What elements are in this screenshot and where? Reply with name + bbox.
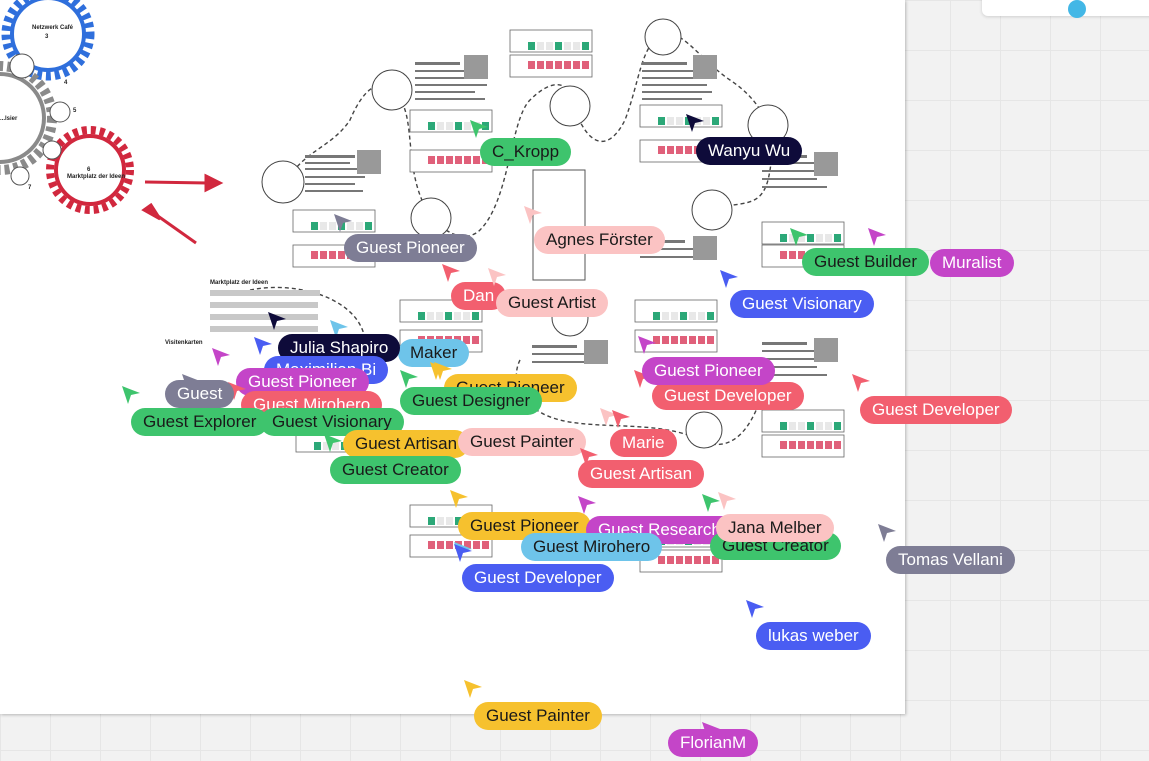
cursor-name-tag: lukas weber <box>756 622 871 650</box>
cursor-arrow-icon <box>252 335 274 357</box>
cursor-arrow-icon <box>428 360 450 382</box>
cursor-arrow-icon <box>788 226 810 248</box>
cursor-arrow-icon <box>716 490 738 512</box>
cursor-name-tag: Guest Painter <box>474 702 602 730</box>
cursor-name-tag: FlorianM <box>668 729 759 757</box>
cursor-name-tag: Guest Pioneer <box>458 512 591 540</box>
cursor-name-tag: Marie <box>610 429 677 457</box>
cursor-name-tag: Muralist <box>930 249 1014 277</box>
marketplace-title: Marktplatz der Ideen <box>210 280 269 286</box>
cursor-arrow-icon <box>120 384 142 406</box>
cursor-name-tag: Guest Artist <box>496 289 608 317</box>
cursor-arrow-icon <box>636 334 658 356</box>
cursor-arrow-icon <box>486 266 508 288</box>
cursor-arrow-icon <box>440 262 462 284</box>
cursor-name-tag: Guest Developer <box>652 382 804 410</box>
documents <box>305 62 832 376</box>
avatar[interactable] <box>1068 0 1086 18</box>
side-number-5: 5 <box>73 108 77 114</box>
cursor-name-tag: Guest Visionary <box>730 290 874 318</box>
arrow-left-icon <box>141 202 197 245</box>
cursor-arrow-icon <box>522 204 544 226</box>
cursor-arrow-icon <box>718 268 740 290</box>
cursor-name-tag: Jana Melber <box>716 514 834 542</box>
gear-blue-label: Netzwerk Café <box>32 25 74 31</box>
cursor-name-tag: Guest <box>165 380 235 408</box>
cursor-arrow-icon <box>462 678 484 700</box>
cursor-name-tag: Guest Artisan <box>343 430 470 458</box>
cursor-name-tag: Maker <box>398 339 470 367</box>
cursor-arrow-icon <box>210 346 232 368</box>
cursor-arrow-icon <box>876 522 898 544</box>
cursor-name-tag: Guest Mirohero <box>521 533 663 561</box>
gear-red-icon <box>46 126 134 214</box>
cursor-name-tag: Guest Creator <box>330 456 461 484</box>
cursor-name-tag: Guest Developer <box>462 564 614 592</box>
cursor-arrow-icon <box>744 598 766 620</box>
arrow-right-icon <box>144 173 224 193</box>
cursor-arrow-icon <box>468 118 490 140</box>
side-number-4: 4 <box>64 80 68 86</box>
gear-blue-number: 3 <box>45 34 49 40</box>
gear-red-number: 6 <box>87 167 91 173</box>
cursor-arrow-icon <box>266 310 288 332</box>
toolbar-top-right[interactable] <box>982 0 1149 18</box>
gear-gray-label: ...lsier <box>0 116 18 122</box>
cursor-arrow-icon <box>700 492 722 514</box>
cursor-name-tag: Guest Explorer <box>131 408 269 436</box>
cursor-arrow-icon <box>328 318 350 340</box>
cursor-name-tag: Guest Builder <box>802 248 929 276</box>
cursor-arrow-icon <box>610 408 632 430</box>
cursor-arrow-icon <box>332 212 354 234</box>
cursor-arrow-icon <box>452 542 474 564</box>
cursor-name-tag: C_Kropp <box>480 138 572 166</box>
cursor-name-tag: Guest Artisan <box>578 460 705 488</box>
cursor-name-tag: Guest Designer <box>400 387 543 415</box>
cursor-arrow-icon <box>398 368 420 390</box>
cursor-arrow-icon <box>598 406 620 428</box>
gear-red-label: Marktplatz der Ideen <box>67 174 126 180</box>
cursor-arrow-icon <box>576 494 598 516</box>
cursor-name-tag: Tomas Vellani <box>886 546 1015 574</box>
cursor-name-tag: Agnes Förster <box>534 226 665 254</box>
cursor-arrow-icon <box>322 432 344 454</box>
cursor-arrow-icon <box>850 372 872 394</box>
side-number-7: 7 <box>28 185 32 191</box>
cursor-name-tag: Guest Pioneer <box>642 357 775 385</box>
cursor-arrow-icon <box>448 488 470 510</box>
gear-blue-icon <box>1 0 95 81</box>
cursor-arrow-icon <box>866 226 888 248</box>
cursor-arrow-icon <box>684 112 706 134</box>
cursor-name-tag: Guest Pioneer <box>344 234 477 262</box>
cursor-arrow-icon <box>632 368 654 390</box>
cursor-name-tag: Guest Developer <box>860 396 1012 424</box>
cards-title: Visitenkarten <box>165 340 203 346</box>
cursor-name-tag: Guest Painter <box>458 428 586 456</box>
cursor-name-tag: Wanyu Wu <box>696 137 803 165</box>
